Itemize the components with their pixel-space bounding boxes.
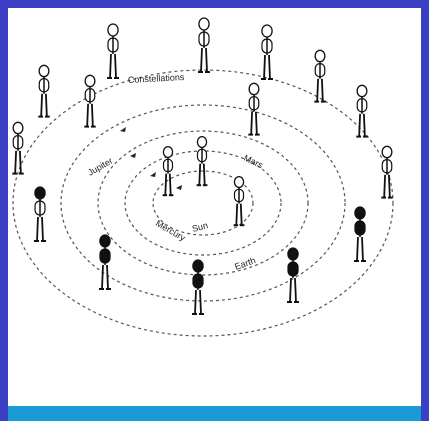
figure-head: [163, 147, 172, 158]
figure-head: [199, 18, 209, 30]
bottom-bar: [8, 406, 421, 421]
figure-left-leg: [165, 174, 166, 196]
stick-figure: [261, 25, 273, 79]
orbit-direction-arrows: [120, 127, 182, 190]
figure-left-leg: [87, 104, 88, 127]
stick-figure: [192, 260, 204, 314]
figure-head: [85, 75, 95, 86]
figure-left-leg: [251, 112, 252, 135]
label-sun: Sun: [191, 220, 209, 234]
stick-figure: [34, 187, 46, 241]
figure-right-leg: [364, 114, 365, 137]
figure-left-leg: [195, 290, 196, 314]
stick-figure: [38, 65, 49, 116]
figure-right-leg: [42, 217, 43, 241]
figure-right-leg: [322, 79, 323, 102]
label-mars: Mars: [242, 153, 265, 171]
figure-left-leg: [359, 114, 360, 137]
figure-right-leg: [46, 94, 47, 117]
figure-right-leg: [200, 290, 201, 314]
figure-left-leg: [236, 204, 237, 226]
figure-head: [197, 137, 206, 148]
stick-figure: [198, 18, 210, 72]
figure-left-leg: [102, 265, 103, 289]
stick-figure: [12, 122, 23, 173]
stick-figure: [314, 50, 325, 101]
label-constellations: Constellations: [128, 72, 185, 85]
figure-head: [357, 85, 367, 96]
figure-left-leg: [357, 237, 358, 261]
figure-right-leg: [269, 55, 270, 79]
arrow-mars: [150, 172, 156, 177]
figure-right-leg: [241, 204, 242, 226]
figure-left-leg: [384, 175, 385, 198]
figure-head: [288, 248, 298, 260]
stick-figure: [163, 147, 174, 196]
figure-left-leg: [201, 48, 202, 72]
figure-head: [382, 146, 392, 157]
figure-head: [35, 187, 45, 199]
figure-right-leg: [115, 54, 116, 78]
figure-right-leg: [295, 278, 296, 302]
figure-right-leg: [107, 265, 108, 289]
figure-right-leg: [389, 175, 390, 198]
stick-figure: [234, 177, 245, 226]
figure-right-leg: [92, 104, 93, 127]
figure-right-leg: [20, 151, 21, 174]
solar-system-role-play-diagram: Constellations Jupiter Mars Earth Mercur…: [8, 8, 421, 406]
figure-head: [100, 235, 110, 247]
diagram-canvas: Constellations Jupiter Mars Earth Mercur…: [8, 8, 421, 406]
figure-left-leg: [15, 151, 16, 174]
figure-left-leg: [290, 278, 291, 302]
arrow-earth: [176, 185, 182, 190]
orbit-rings: [13, 70, 393, 336]
figure-left-leg: [110, 54, 111, 78]
label-jupiter: Jupiter: [86, 156, 114, 178]
orbit-constellations: [13, 70, 393, 336]
figure-right-leg: [256, 112, 257, 135]
figure-head: [315, 50, 325, 61]
figure-head: [234, 177, 243, 188]
figure-head: [249, 83, 259, 94]
figure-left-leg: [41, 94, 42, 117]
figure-head: [193, 260, 203, 272]
stick-figure: [99, 235, 111, 289]
figure-head: [262, 25, 272, 37]
stick-figure: [248, 83, 259, 134]
label-mercury: Mercury: [154, 218, 188, 243]
figure-head: [355, 207, 365, 219]
figure-head: [13, 122, 23, 133]
figure-left-leg: [317, 79, 318, 102]
figure-right-leg: [204, 164, 205, 186]
stick-figure: [287, 248, 299, 302]
stick-figure: [197, 137, 208, 186]
stick-figures: [12, 18, 392, 314]
figure-right-leg: [170, 174, 171, 196]
stick-figure: [356, 85, 367, 136]
stick-figure: [354, 207, 366, 261]
figure-right-leg: [206, 48, 207, 72]
stick-figure: [84, 75, 95, 126]
stick-figure: [381, 146, 392, 197]
orbit-labels: Constellations Jupiter Mars Earth Mercur…: [86, 72, 265, 272]
arrow-jupiter: [130, 153, 136, 158]
figure-left-leg: [264, 55, 265, 79]
figure-head: [108, 24, 118, 36]
figure-left-leg: [199, 164, 200, 186]
arrow-constellations: [120, 127, 126, 132]
figure-head: [39, 65, 49, 76]
figure-right-leg: [362, 237, 363, 261]
figure-left-leg: [37, 217, 38, 241]
stick-figure: [107, 24, 119, 78]
